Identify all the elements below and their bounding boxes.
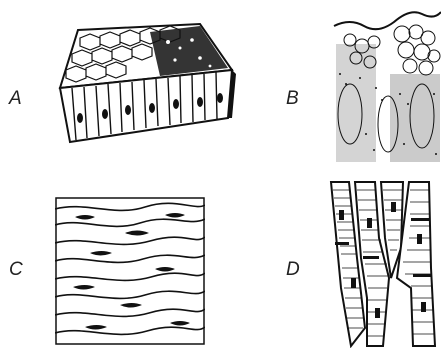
figure-d [327, 178, 441, 348]
panel-label-b: B [286, 88, 299, 110]
dense-connective-tissue-icon [55, 197, 205, 345]
stratified-epithelium-section-icon [330, 4, 441, 164]
columnar-epithelium-block-icon [50, 18, 240, 148]
panel-label-c: C [9, 259, 23, 281]
figure-a [50, 18, 240, 148]
figure-b [330, 4, 441, 164]
panel-label-a: A [9, 88, 22, 110]
figure-c [55, 197, 205, 345]
panel-label-d: D [286, 259, 300, 281]
cardiac-muscle-fibers-icon [327, 178, 441, 348]
